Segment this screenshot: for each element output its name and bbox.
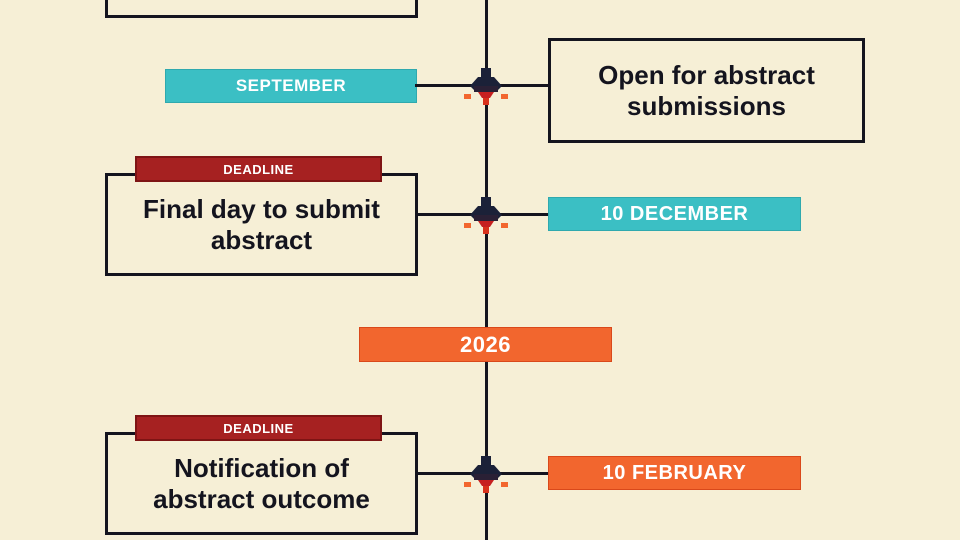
rocket-node-icon [456, 444, 516, 504]
connector-node-to-open-box [483, 84, 551, 87]
connector-node-to-december-badge [483, 213, 551, 216]
timeline-box-notification-of-outcome: Notification of abstract outcome [105, 432, 418, 535]
rocket-node-icon [456, 56, 516, 116]
connector-notify-box-to-node [415, 472, 490, 475]
timeline-spine [485, 0, 488, 540]
deadline-badge-final-day: DEADLINE [135, 156, 382, 182]
date-badge-10-february[interactable]: 10 FEBRUARY [548, 456, 801, 490]
timeline-box-final-day-to-submit: Final day to submit abstract [105, 173, 418, 276]
timeline-box-cut-off-top [105, 0, 418, 18]
year-badge-2026: 2026 [359, 327, 612, 362]
connector-september-to-node [415, 84, 490, 87]
rocket-node-icon [456, 185, 516, 245]
deadline-badge-notification: DEADLINE [135, 415, 382, 441]
connector-final-box-to-node [415, 213, 490, 216]
timeline-box-open-for-abstract: Open for abstract submissions [548, 38, 865, 143]
month-badge-september[interactable]: SEPTEMBER [165, 69, 417, 103]
connector-node-to-february-badge [483, 472, 551, 475]
date-badge-10-december[interactable]: 10 DECEMBER [548, 197, 801, 231]
